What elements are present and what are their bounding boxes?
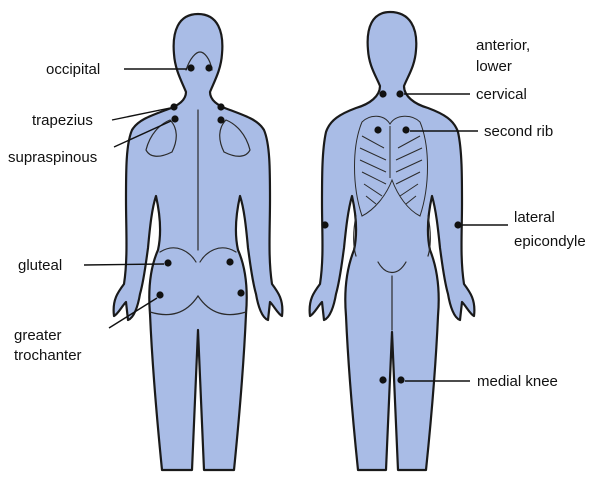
label-cervical-line1: anterior, xyxy=(476,37,530,54)
medial-knee-point-left xyxy=(379,376,386,383)
back-view-figure xyxy=(114,14,283,470)
greater-trochanter-point-left xyxy=(156,291,163,298)
front-view-figure xyxy=(310,12,475,470)
second-rib-point-right xyxy=(402,126,409,133)
gluteal-point-left xyxy=(164,259,171,266)
trapezius-point-right xyxy=(217,103,224,110)
second-rib-point-left xyxy=(374,126,381,133)
label-lateral-epicondyle-line2: epicondyle xyxy=(514,233,586,250)
lateral-epicondyle-point-right xyxy=(454,221,461,228)
label-second-rib: second rib xyxy=(484,123,553,140)
label-medial-knee: medial knee xyxy=(477,373,558,390)
supraspinous-point-right xyxy=(217,116,224,123)
label-cervical-line2: lower xyxy=(476,58,512,75)
gluteal-leader xyxy=(84,264,164,265)
lateral-epicondyle-point-left xyxy=(321,221,328,228)
label-cervical-line3: cervical xyxy=(476,86,527,103)
label-trapezius: trapezius xyxy=(32,112,93,129)
label-supraspinous: supraspinous xyxy=(8,149,97,166)
label-lateral-epicondyle-line1: lateral xyxy=(514,209,555,226)
cervical-point-left xyxy=(379,90,386,97)
occipital-point-right xyxy=(205,64,212,71)
label-greater-trochanter-line1: greater xyxy=(14,327,62,344)
occipital-point-left xyxy=(187,64,194,71)
label-greater-trochanter-line2: trochanter xyxy=(14,347,82,364)
label-occipital: occipital xyxy=(46,61,100,78)
greater-trochanter-point-right xyxy=(237,289,244,296)
labels: occipital trapezius supraspinous gluteal… xyxy=(8,37,586,390)
label-gluteal: gluteal xyxy=(18,257,62,274)
medial-knee-point-right xyxy=(397,376,404,383)
front-view-silhouette xyxy=(310,12,475,470)
trapezius-point-left xyxy=(170,103,177,110)
gluteal-point-right xyxy=(226,258,233,265)
cervical-point-right xyxy=(396,90,403,97)
supraspinous-point-left xyxy=(171,115,178,122)
